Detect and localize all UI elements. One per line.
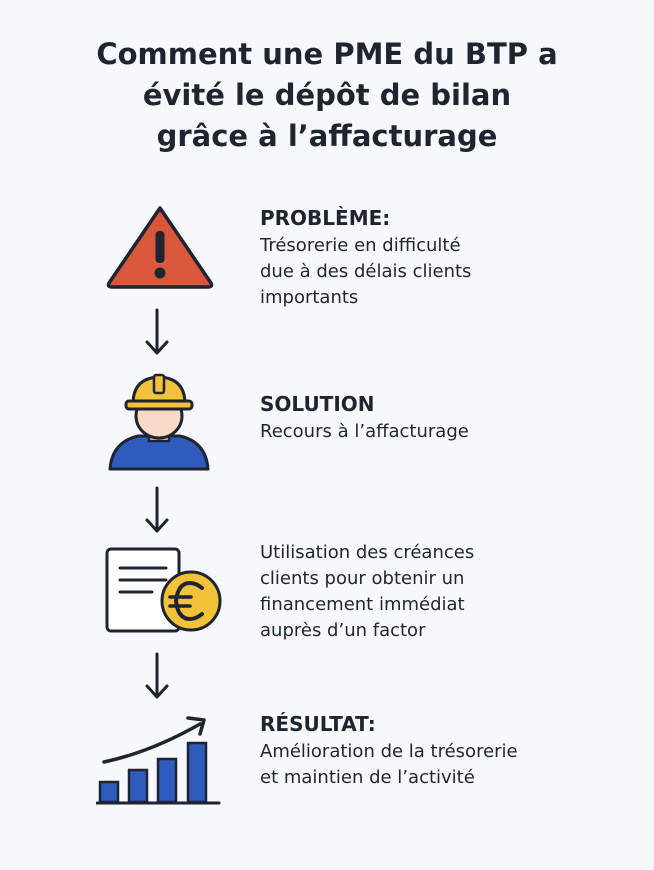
financing-text: Utilisation des créances clients pour ob… (260, 540, 640, 644)
solution-block: SOLUTION Recours à l’affacturage (260, 391, 640, 445)
result-block: RÉSULTAT: Amélioration de la trésorerie … (260, 711, 640, 791)
title-line-2: évité le dépôt de bilan (142, 78, 512, 112)
financing-block: Utilisation des créances clients pour ob… (260, 540, 640, 644)
problem-line: Trésorerie en difficulté (260, 235, 461, 256)
financing-line: Utilisation des créances (260, 542, 475, 563)
problem-line: due à des délais clients (260, 261, 472, 282)
solution-text: Recours à l’affacturage (260, 419, 640, 445)
solution-heading: SOLUTION (260, 392, 375, 416)
arrow-down-icon (145, 652, 169, 699)
problem-line: importants (260, 287, 359, 308)
financing-line: clients pour obtenir un (260, 568, 465, 589)
problem-text: Trésorerie en difficulté due à des délai… (260, 233, 640, 311)
problem-block: PROBLÈME: Trésorerie en difficulté due à… (260, 205, 640, 311)
invoice-euro-icon (105, 547, 222, 633)
financing-line: financement immédiat (260, 594, 465, 615)
page-title: Comment une PME du BTP a évité le dépôt … (0, 34, 654, 157)
title-line-3: grâce à l’affacturage (156, 119, 498, 153)
problem-heading: PROBLÈME: (260, 206, 391, 230)
warning-icon (106, 206, 214, 289)
financing-line: auprès d’un factor (260, 620, 426, 641)
result-heading: RÉSULTAT: (260, 712, 376, 736)
growth-chart-icon (96, 716, 221, 805)
title-line-1: Comment une PME du BTP a (96, 37, 558, 71)
result-text: Amélioration de la trésorerie et maintie… (260, 739, 640, 791)
arrow-down-icon (145, 486, 169, 533)
result-line: Amélioration de la trésorerie (260, 741, 518, 762)
arrow-down-icon (145, 308, 169, 355)
worker-icon (108, 373, 210, 471)
result-line: et maintien de l’activité (260, 767, 475, 788)
solution-line: Recours à l’affacturage (260, 421, 469, 442)
